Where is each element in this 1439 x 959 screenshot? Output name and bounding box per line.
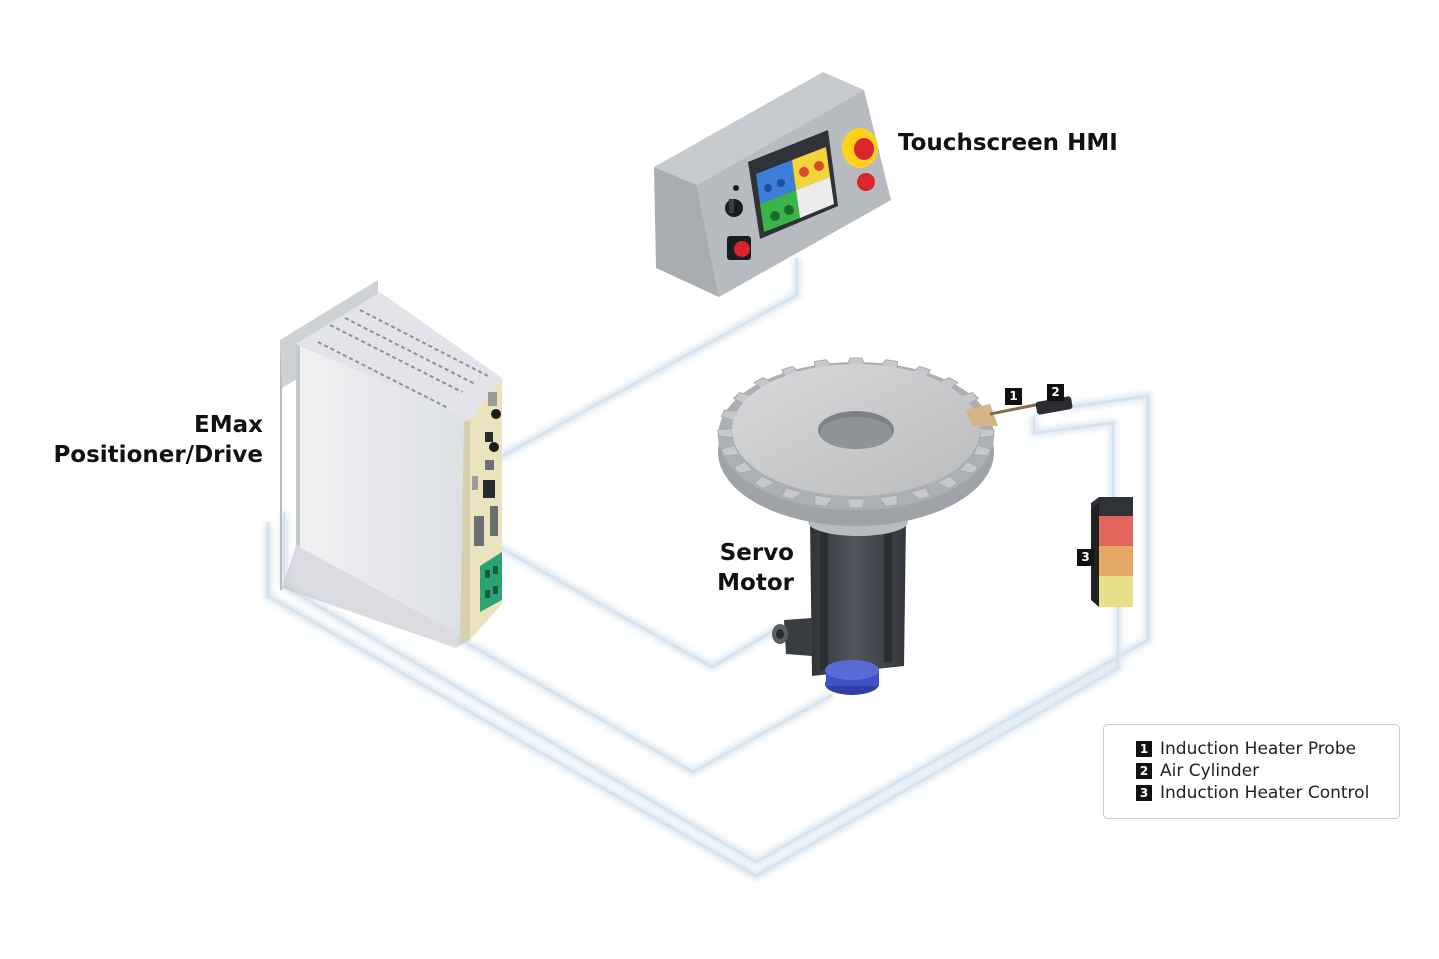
gear-tooth [813,494,834,507]
legend-number-badge: 2 [1136,763,1152,779]
gear-tooth [753,475,777,489]
selector-switch-icon [725,185,743,217]
probe-number-badge: 1 [1005,388,1022,405]
induction-heater-probe [966,402,1041,426]
motor-encoder-icon [825,660,879,695]
gear-tooth [979,427,995,439]
gear-tooth [717,427,733,439]
legend-number-badge: 3 [1136,785,1152,801]
cable-routes [264,258,1152,881]
drive-label-line2: Positioner/Drive [53,442,263,468]
heater-control-number-badge: 3 [1077,549,1094,566]
legend: 1 Induction Heater Probe 2 Air Cylinder … [1103,724,1400,819]
legend-item-label: Induction Heater Control [1160,783,1370,803]
start-button-icon [727,236,751,260]
drive-gear [717,357,995,526]
cylinder-number-badge: 2 [1047,384,1064,401]
drive-label-line1: EMax [194,412,263,438]
gear-tooth [972,444,992,457]
legend-item: 3 Induction Heater Control [1136,782,1399,804]
servo-label-line1: Servo [719,540,794,566]
legend-item-label: Induction Heater Probe [1160,739,1357,759]
gear-tooth [720,444,740,457]
induction-heater-control [1091,497,1133,607]
drive-connectors [472,392,501,546]
motor-connector-icon [772,618,812,656]
legend-item-label: Air Cylinder [1160,761,1260,781]
legend-item: 2 Air Cylinder [1136,760,1399,782]
gear-tooth [957,461,980,474]
gear-tooth [935,475,959,489]
legend-item: 1 Induction Heater Probe [1136,738,1399,760]
emergency-stop-button-icon [842,128,878,168]
hmi-screen [756,147,834,232]
servo-motor [717,357,995,695]
gear-tooth [732,461,755,474]
gear-tooth [781,487,804,501]
gear-tooth [846,498,866,509]
gear-tooth [878,494,899,507]
red-pushbutton-icon [857,173,875,191]
legend-number-badge: 1 [1136,741,1152,757]
green-terminal-block-icon [480,552,502,612]
emax-positioner-drive [280,280,502,648]
gear-tooth [908,487,931,501]
touchscreen-hmi-enclosure [654,72,891,297]
servo-label-line2: Motor [717,570,794,596]
hmi-label: Touchscreen HMI [898,130,1118,156]
